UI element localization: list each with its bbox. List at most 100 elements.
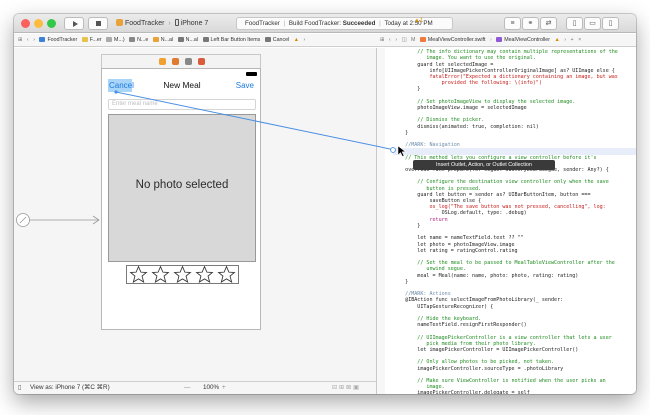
code-line[interactable]: } [393,278,409,285]
code-line[interactable]: nameTextField.resignFirstResponder() [393,322,527,329]
warning-badge[interactable]: ▲1 [414,18,436,24]
code-line[interactable]: let photo = photoImageView.image [393,241,515,248]
code-line[interactable]: UITapGestureRecognizer) { [393,303,494,310]
code-line[interactable]: guard let button = sender as? UIBarButto… [393,191,591,198]
code-line[interactable]: // This method lets you configure a view… [393,154,597,161]
related-items-icon[interactable]: ⊞ [380,37,385,43]
jump-bar-symbol[interactable]: MealViewController [496,34,550,46]
jump-bar-item[interactable]: N...e [129,34,148,46]
code-line[interactable]: @IBAction func selectImageFromPhotoLibra… [393,297,564,304]
run-button[interactable] [64,17,84,30]
next-issue-icon[interactable]: › [564,37,566,43]
code-line[interactable]: info[UIImagePickerControllerOriginalImag… [393,67,615,74]
utilities-toggle[interactable]: ▯ [602,17,619,30]
scheme-selector[interactable]: FoodTracker › iPhone 7 [116,18,208,29]
version-editor-button[interactable]: ⇄ [540,17,557,30]
zoom-button[interactable] [47,19,56,28]
code-line[interactable]: guard let selectedImage = [393,61,494,68]
warning-icon[interactable]: ▲ [554,37,560,43]
manual-icon[interactable]: M [410,37,416,43]
first-responder-icon[interactable] [172,58,179,65]
navigator-toggle[interactable]: ▯ [566,17,583,30]
close-button[interactable] [21,19,30,28]
code-line[interactable]: // UIImagePickerController is a view con… [393,334,612,341]
source-code[interactable]: guard let selectedImage = info[UIImagePi… [393,48,636,394]
code-line[interactable]: let imagePickerController = UIImagePicke… [393,346,579,353]
code-line[interactable]: guard let selectedImage = info[UIImagePi… [393,48,636,49]
code-line[interactable]: photoImageView.image = selectedImage [393,105,527,112]
code-line[interactable]: override func prepare(for segue: UIStory… [393,167,609,174]
code-line[interactable]: image. You want to use the original. [393,55,536,62]
code-line[interactable]: // Set photoImageView to display the sel… [393,98,576,105]
forward-icon[interactable]: › [395,37,397,43]
jump-bar-item[interactable]: N...al [177,34,198,46]
segue-entry-arrow[interactable] [15,212,101,228]
code-line[interactable]: // Only allow photos to be picked, not t… [393,359,555,366]
zoom-in-button[interactable]: + [222,384,226,391]
code-line[interactable]: saveButton else { [393,198,482,205]
code-line[interactable]: // Hide the keyboard. [393,315,482,322]
code-line[interactable]: let rating = ratingControl.rating [393,247,518,254]
meal-scene[interactable]: New Meal Cancel Save Enter meal name No … [101,68,261,330]
code-line[interactable]: // Configure the destination view contro… [393,179,609,186]
jump-bar-item[interactable]: Left Bar Button Items [202,34,260,46]
view-as-label[interactable]: View as: iPhone 7 (⌘C ⌘R) [30,384,110,391]
code-line[interactable]: } [393,222,421,229]
cancel-button[interactable]: Cancel [108,79,134,92]
code-line[interactable]: dismiss(animated: true, completion: nil) [393,123,539,130]
zoom-level[interactable]: 100% [203,384,220,391]
code-line[interactable]: OSLog.default, type: .debug) [393,210,527,217]
code-line[interactable]: } [393,86,421,93]
back-icon[interactable]: ‹ [388,37,391,43]
photo-image-view[interactable]: No photo selected [108,114,256,262]
forward-icon[interactable]: › [33,37,35,43]
jump-bar-item[interactable]: N...al [152,34,173,46]
star-icon[interactable] [217,265,236,284]
code-line[interactable]: button is pressed. [393,185,482,192]
code-line[interactable]: meal = Meal(name: name, photo: photo, ra… [393,272,579,279]
source-editor[interactable]: guard let selectedImage = info[UIImagePi… [385,48,636,394]
back-icon[interactable]: ‹ [26,37,29,43]
code-line[interactable]: imagePickerController.sourceType = .phot… [393,365,564,372]
code-line[interactable]: os_log("The save button was not pressed,… [393,204,606,211]
assistant-editor-button[interactable]: ⚭ [522,17,539,30]
meal-name-field[interactable]: Enter meal name [108,99,256,110]
code-line[interactable]: // The info dictionary may contain multi… [393,49,618,56]
stop-button[interactable] [88,17,108,30]
code-line[interactable]: pick media from their photo library. [393,340,536,347]
next-issue-icon[interactable]: › [303,37,306,43]
jump-bar-file[interactable]: MealViewController.swift [419,34,485,46]
counterparts-icon[interactable]: ◫ [401,37,407,43]
code-line[interactable] [393,148,636,155]
code-line[interactable]: // Set the meal to be passed to MealTabl… [393,260,615,267]
code-line[interactable]: //MARK: Actions [393,291,451,298]
debug-area-toggle[interactable]: ▭ [584,17,601,30]
standard-editor-button[interactable]: ≡ [504,17,521,30]
jump-bar-item[interactable]: F...er [81,34,102,46]
star-icon[interactable] [151,265,170,284]
code-line[interactable]: provided the following: \(info)") [393,80,542,87]
save-button[interactable]: Save [235,81,254,90]
tap-gesture-icon[interactable] [185,58,192,65]
warning-icon[interactable]: ▲ [293,37,299,43]
code-line[interactable]: //MARK: Navigation [393,142,460,149]
jump-bar-item[interactable]: Cancel [264,34,289,46]
exit-icon[interactable] [198,58,205,65]
code-line[interactable]: let name = nameTextField.text ?? "" [393,235,524,242]
code-line[interactable]: return [393,216,448,223]
zoom-out-button[interactable]: — [184,384,191,391]
minimize-button[interactable] [34,19,43,28]
code-line[interactable]: unwind segue. [393,266,466,273]
star-icon[interactable] [129,265,148,284]
layout-tools-icon[interactable]: ⊟ ⊞ ⊠ ▣ [332,384,360,391]
close-editor-icon[interactable]: × [578,37,582,43]
code-line[interactable]: image. [393,384,445,391]
rating-control[interactable] [126,265,239,284]
view-controller-icon[interactable] [159,58,166,65]
code-line[interactable]: fatalError("Expected a dictionary contai… [393,74,618,81]
jump-bar-item[interactable]: FoodTracker [39,34,77,46]
code-line[interactable]: imagePickerController.delegate = self [393,390,530,394]
code-line[interactable]: } [393,129,409,136]
code-line[interactable]: // Make sure ViewController is notified … [393,377,606,384]
storyboard-canvas[interactable]: New Meal Cancel Save Enter meal name No … [14,48,376,381]
